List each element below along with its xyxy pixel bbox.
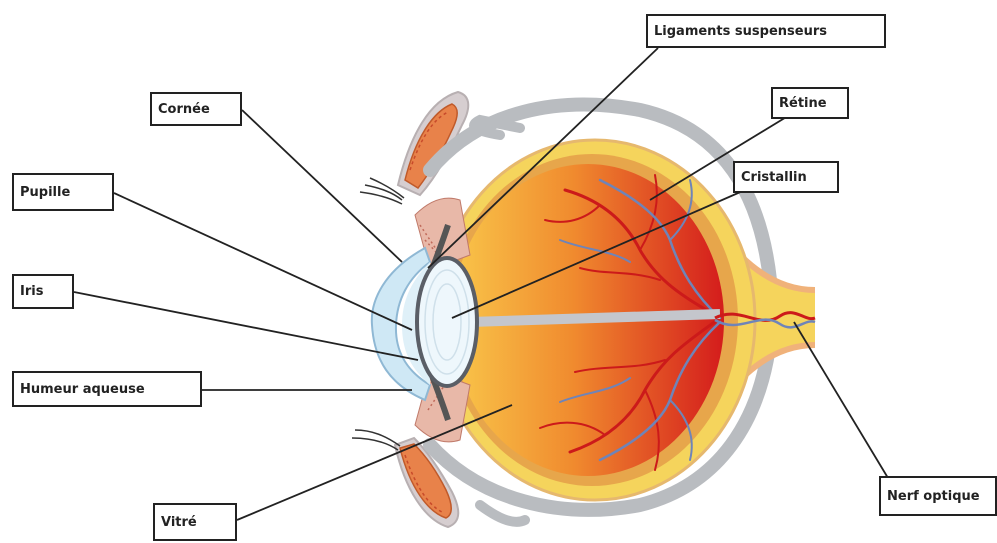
lens: [417, 258, 477, 386]
label-cristallin: Cristallin: [733, 161, 839, 193]
label-nerf-optique: Nerf optique: [879, 476, 997, 516]
label-retine: Rétine: [771, 87, 849, 119]
label-cornee: Cornée: [150, 92, 242, 126]
label-iris: Iris: [12, 274, 74, 309]
label-humeur-aqueuse: Humeur aqueuse: [12, 371, 202, 407]
label-vitre: Vitré: [153, 503, 237, 541]
label-pupille: Pupille: [12, 173, 114, 211]
lower-eyelid: [352, 430, 458, 527]
label-ligaments-suspenseurs: Ligaments suspenseurs: [646, 14, 886, 48]
